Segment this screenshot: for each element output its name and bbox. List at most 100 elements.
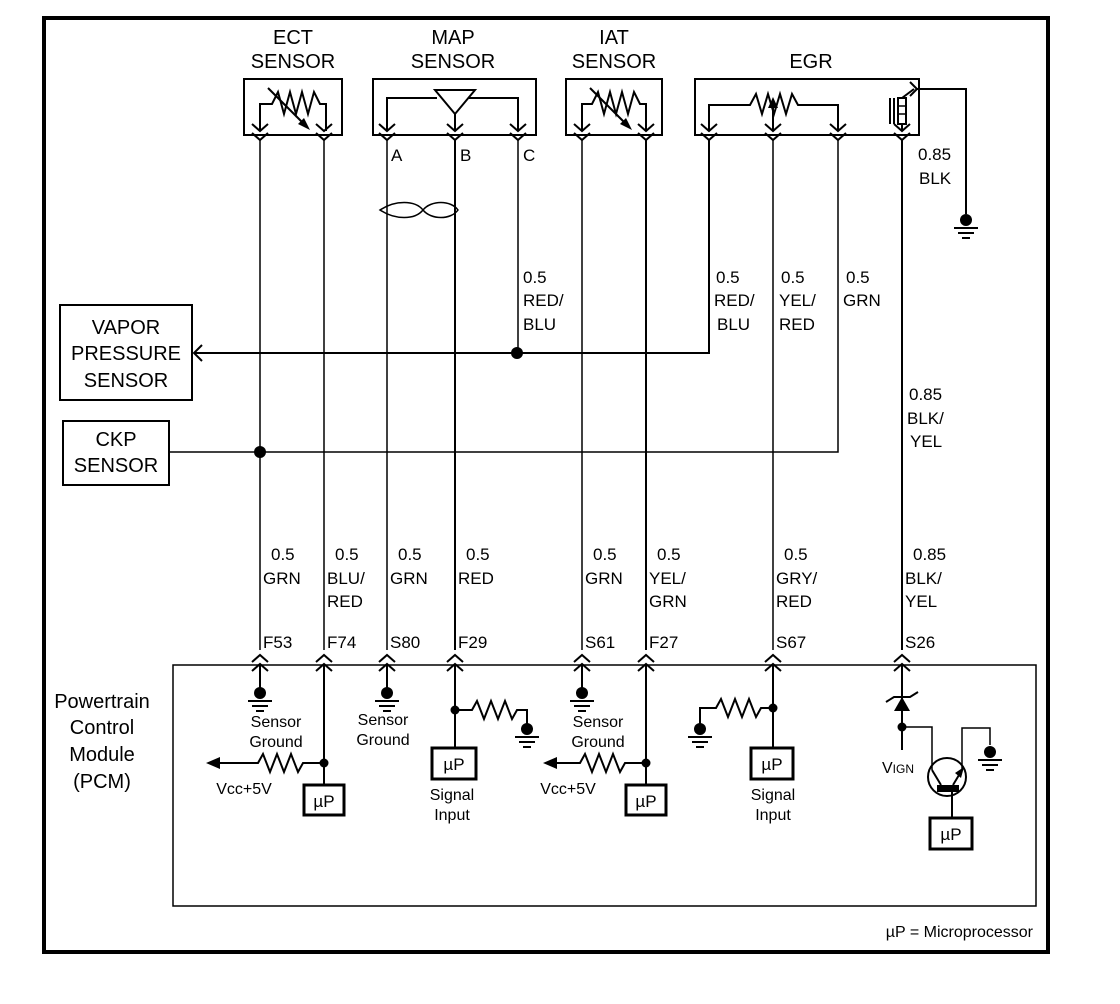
thermistor-icon: [259, 88, 327, 131]
up-box: [624, 783, 668, 817]
pcm-pin-label: S26: [905, 633, 935, 652]
wire-color-label: RED/: [523, 291, 564, 310]
ground-icon: [687, 722, 713, 748]
legend-text: µP = Microprocessor: [886, 924, 1034, 941]
ckp-sensor: CKP SENSOR: [62, 420, 170, 486]
pcm-box: [172, 664, 1037, 907]
wire-gauge-label: 0.5: [784, 545, 808, 564]
up-label: µP: [313, 792, 334, 811]
pcm-pin-label: F74: [327, 633, 356, 652]
wire-gauge-label: 0.5: [335, 545, 359, 564]
wire-color-label: RED/: [714, 291, 755, 310]
wire-color-label: YEL/: [779, 291, 816, 310]
ect-box: [243, 78, 343, 136]
map-label-1: MAP: [431, 27, 474, 49]
ect-label-2: SENSOR: [251, 51, 335, 73]
zener-diode-icon: [894, 697, 910, 711]
wire-gauge-label: 0.5: [716, 268, 740, 287]
sensor-ground-label: Ground: [356, 732, 409, 749]
sensor-ground-label: Sensor: [573, 714, 624, 731]
egr-valve: EGR: [694, 51, 920, 136]
pcm-label-1: Powertrain: [54, 691, 150, 713]
pcm-pin-label: S67: [776, 633, 806, 652]
up-box: [749, 746, 795, 781]
wire-color-label: RED: [776, 592, 812, 611]
diagram-frame: [42, 16, 1050, 954]
ect-sensor: ECT SENSOR: [243, 27, 343, 136]
pcm-label-3: Module: [69, 744, 135, 766]
up-label: µP: [940, 825, 961, 844]
vign-sub: IGN: [893, 762, 914, 776]
wire-color-label: GRY/: [776, 569, 818, 588]
wire-5v-reference: [194, 140, 710, 354]
resistor-icon: [455, 698, 528, 725]
signal-input-label: Input: [755, 807, 791, 824]
wire-color-label: BLK/: [907, 409, 944, 428]
wire-color-label: BLK/: [905, 569, 942, 588]
wire-color-label: BLU: [523, 315, 556, 334]
wire-gauge-label: 0.85: [913, 545, 946, 564]
ground-icon: [977, 745, 1003, 771]
wire-color-label: RED: [779, 315, 815, 334]
up-box: [430, 746, 478, 781]
wire-color-label: RED: [458, 569, 494, 588]
egr-label: EGR: [789, 51, 832, 73]
pressure-transducer-icon: [432, 89, 478, 116]
sensor-ground-label: Sensor: [251, 714, 302, 731]
wire-color-label: YEL: [910, 432, 942, 451]
pcm-pin-label: S80: [390, 633, 420, 652]
wire-gauge-label: 0.5: [523, 268, 547, 287]
map-pin-b: B: [460, 146, 471, 165]
wire-gauge-label: 0.5: [846, 268, 870, 287]
transistor-icon: [927, 757, 967, 797]
pcm-label: Powertrain Control Module (PCM): [54, 691, 150, 793]
sensor-ground-icon: [569, 686, 595, 712]
wire-ckp-ground: [170, 140, 839, 453]
ect-label-1: ECT: [273, 27, 313, 49]
resistor-icon: [699, 696, 773, 725]
signal-input-label: Input: [434, 807, 470, 824]
wire-color-label: GRN: [649, 592, 687, 611]
iat-sensor: IAT SENSOR: [565, 27, 663, 136]
ground-icon: [514, 722, 540, 748]
ckp-box: [62, 420, 170, 486]
variable-arrow-icon: [267, 87, 307, 127]
pcm-dots-and-grounds: [206, 686, 1003, 797]
wire-color-label: RED: [327, 592, 363, 611]
wire-gauge-label: 0.5: [781, 268, 805, 287]
vign-v: V: [882, 760, 893, 777]
wire-gauge-label: 0.5: [466, 545, 490, 564]
wire-color-label: GRN: [585, 569, 623, 588]
map-sensor: MAP SENSOR A B C: [372, 27, 537, 165]
sensor-ground-icon: [247, 686, 273, 712]
pcm-label-2: Control: [70, 717, 134, 739]
sensor-ground-label: Ground: [571, 734, 624, 751]
wire-gauge-label: 0.5: [657, 545, 681, 564]
map-box: [372, 78, 537, 136]
iat-label-2: SENSOR: [572, 51, 656, 73]
wire-color-label: GRN: [390, 569, 428, 588]
pcm-label-4: (PCM): [73, 771, 131, 793]
iat-box: [565, 78, 663, 136]
sensor-ground-icon: [374, 686, 400, 712]
vapor-label-1: VAPOR: [92, 317, 161, 339]
wire-color-label: GRN: [843, 291, 881, 310]
vign-label: VIGN: [882, 760, 914, 777]
up-box: [302, 783, 346, 817]
wires: [170, 88, 967, 650]
pcm-pin-label: S61: [585, 633, 615, 652]
wire-gauge-label: 0.85: [918, 145, 951, 164]
twisted-pair-icon: [378, 201, 459, 219]
vapor-label-2: PRESSURE: [71, 343, 181, 365]
vapor-pressure-sensor: VAPOR PRESSURE SENSOR: [59, 304, 193, 401]
resistor-icon: [218, 751, 324, 775]
wire-color-label: BLU/: [327, 569, 365, 588]
pcm-internal-circuits: [218, 665, 991, 818]
resistor-icon: [555, 751, 646, 775]
vcc-label: Vcc+5V: [216, 781, 272, 798]
pcm-pin-label: F53: [263, 633, 292, 652]
wire-color-label: BLU: [717, 315, 750, 334]
pcm-pin-label: F29: [458, 633, 487, 652]
